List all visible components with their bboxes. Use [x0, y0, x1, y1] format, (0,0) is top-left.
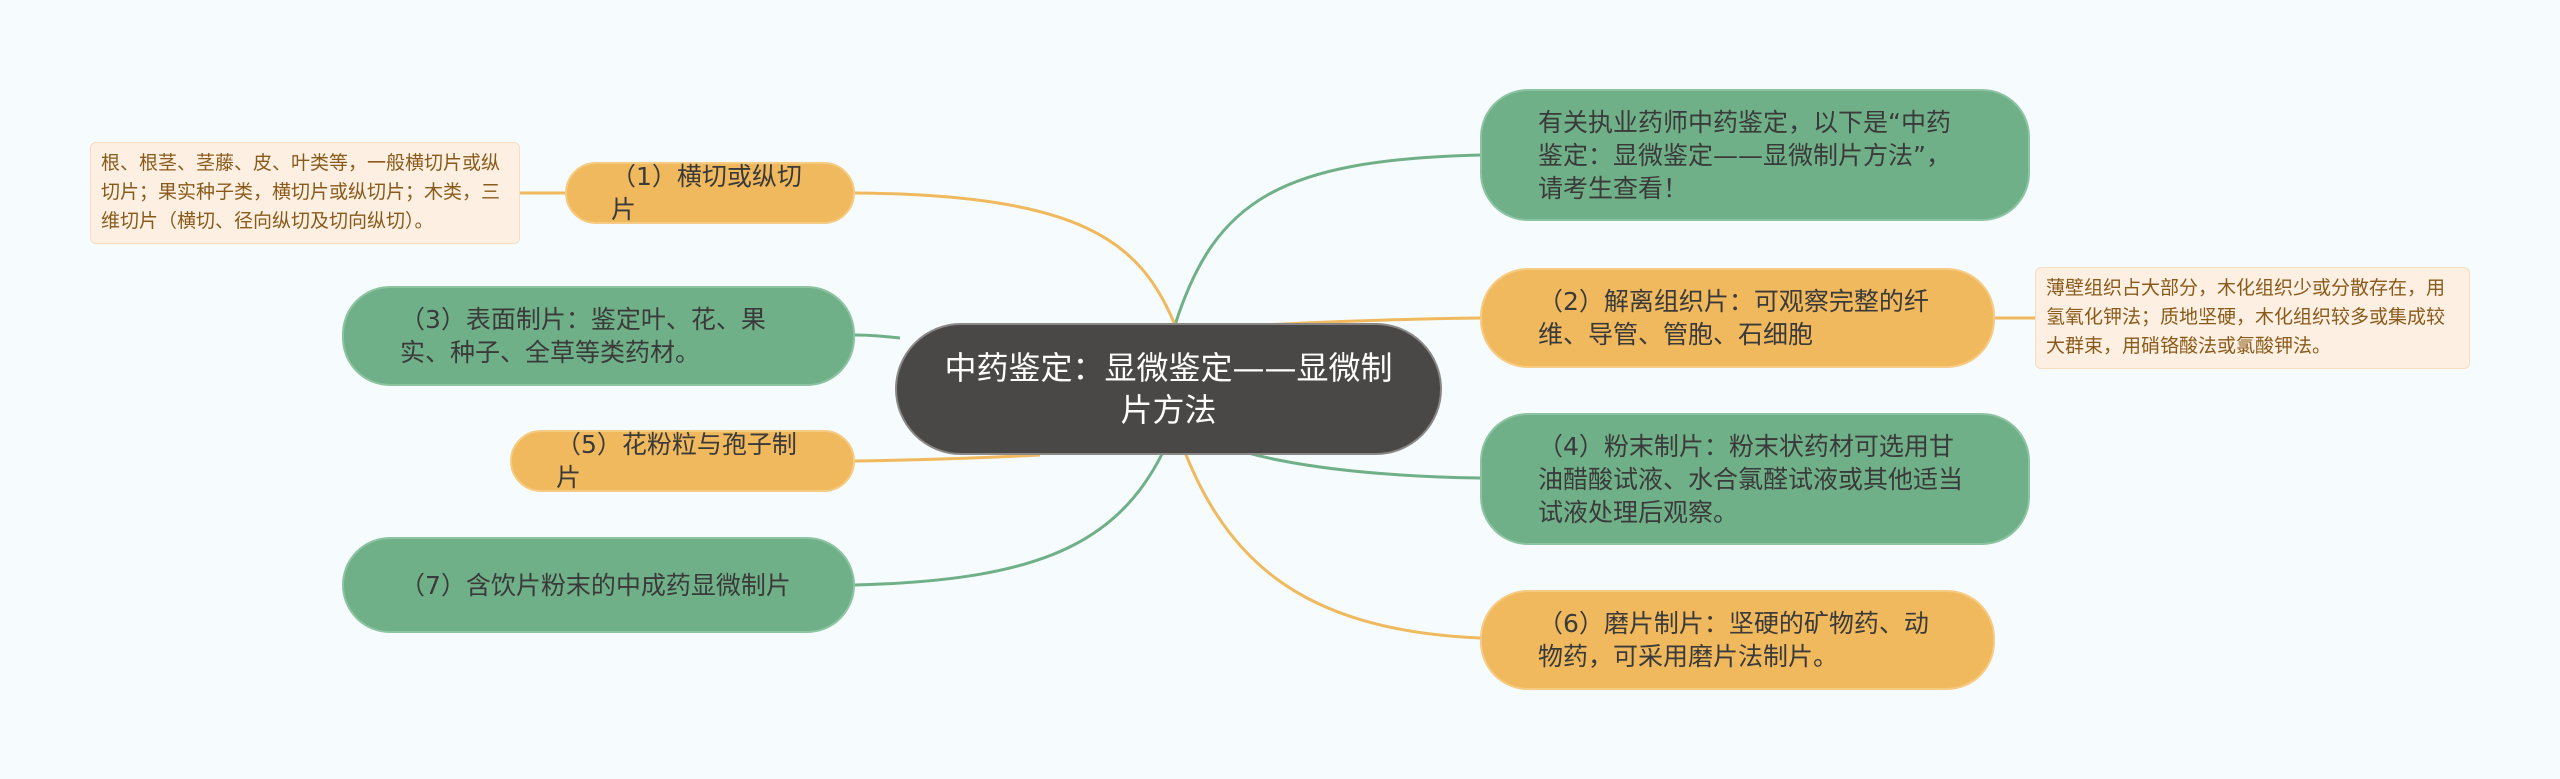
node-n3[interactable]: （3）表面制片：鉴定叶、花、果实、种子、全草等类药材。 [342, 286, 855, 386]
note-n2: 薄壁组织占大部分，木化组织少或分散存在，用氢氧化钾法；质地坚硬，木化组织较多或集… [2035, 267, 2470, 369]
node-n1[interactable]: （1）横切或纵切片 [565, 162, 855, 224]
edge-n7 [854, 424, 1177, 587]
node-n6[interactable]: （6）磨片制片：坚硬的矿物药、动物药，可采用磨片法制片。 [1480, 590, 1995, 690]
edge-n6 [1173, 424, 1481, 640]
note-n1: 根、根茎、茎藤、皮、叶类等，一般横切片或纵切片；果实种子类，横切片或纵切片；木类… [90, 142, 520, 244]
node-n7[interactable]: （7）含饮片粉末的中成药显微制片 [342, 537, 855, 633]
node-n4[interactable]: （4）粉末制片：粉末状药材可选用甘油醋酸试液、水合氯醛试液或其他适当试液处理后观… [1480, 413, 2030, 545]
edge-n1 [854, 191, 1177, 326]
edge-n5 [854, 453, 1041, 463]
root-node[interactable]: 中药鉴定：显微鉴定——显微制片方法 [895, 323, 1442, 455]
edge-n3 [854, 333, 901, 340]
node-n5[interactable]: （5）花粉粒与孢子制片 [510, 430, 855, 492]
edge-intro [1173, 153, 1481, 326]
node-intro[interactable]: 有关执业药师中药鉴定，以下是“中药鉴定：显微鉴定——显微制片方法”，请考生查看！ [1480, 89, 2030, 221]
node-n2[interactable]: （2）解离组织片：可观察完整的纤维、导管、管胞、石细胞 [1480, 268, 1995, 368]
